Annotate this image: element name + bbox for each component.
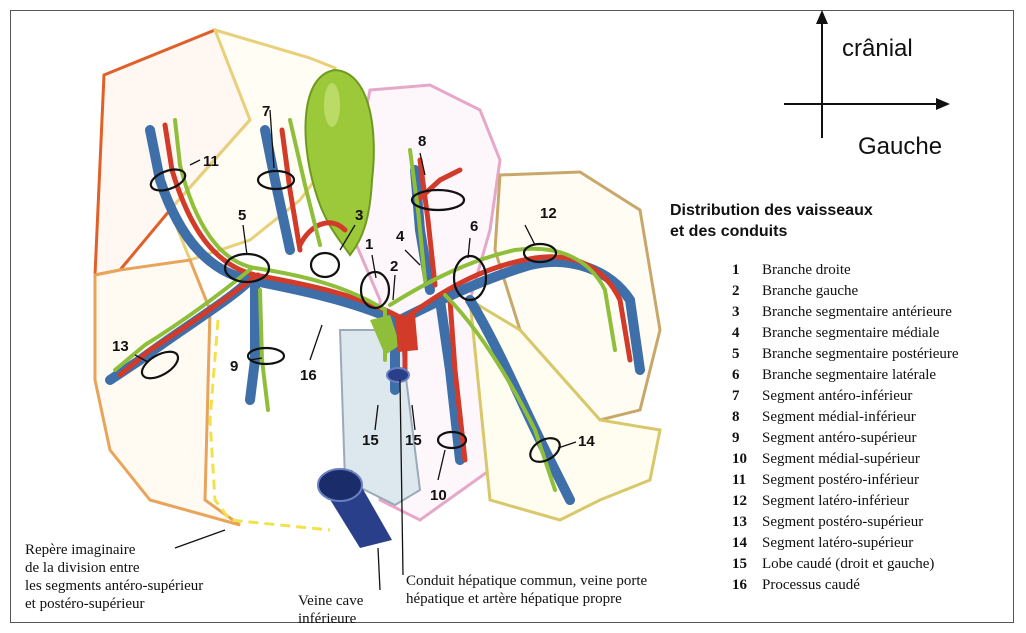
label-16: 16 — [300, 367, 317, 384]
label-11: 11 — [203, 153, 219, 170]
division-line — [210, 320, 330, 530]
legend-number: 11 — [732, 472, 762, 489]
gauche-label: Gauche — [858, 133, 942, 161]
legend-label: Segment médial-inférieur — [762, 409, 916, 426]
legend-number: 2 — [732, 283, 762, 300]
orientation-axes — [784, 10, 950, 138]
legend-number: 10 — [732, 451, 762, 468]
division-caption-line4: et postéro-supérieur — [25, 595, 203, 613]
legend-number: 12 — [732, 493, 762, 510]
cranial-label: crânial — [842, 35, 913, 63]
legend-number: 7 — [732, 388, 762, 405]
legend-label: Lobe caudé (droit et gauche) — [762, 556, 934, 573]
legend-label: Branche segmentaire médiale — [762, 325, 939, 342]
legend-label: Processus caudé — [762, 577, 860, 594]
legend-number: 6 — [732, 367, 762, 384]
vena-cava-caption-line1: Veine cave — [298, 592, 363, 610]
hepatic-caption-line2: hépatique et artère hépatique propre — [406, 590, 647, 608]
legend-number: 13 — [732, 514, 762, 531]
legend-number: 15 — [732, 556, 762, 573]
label-13: 13 — [112, 338, 129, 355]
legend-number: 8 — [732, 409, 762, 426]
legend-label: Branche gauche — [762, 283, 858, 300]
label-9: 9 — [230, 358, 238, 375]
legend-number: 14 — [732, 535, 762, 552]
legend-number: 1 — [732, 262, 762, 279]
legend-label: Branche segmentaire antérieure — [762, 304, 952, 321]
legend-label: Segment latéro-supérieur — [762, 535, 913, 552]
legend-label: Segment antéro-inférieur — [762, 388, 912, 405]
hepatic-caption-line1: Conduit hépatique commun, veine porte — [406, 572, 647, 590]
division-caption-line3: les segments antéro-supérieur — [25, 577, 203, 595]
division-caption-line2: de la division entre — [25, 559, 203, 577]
division-caption-line1: Repère imaginaire — [25, 541, 203, 559]
legend-title: Distribution des vaisseaux et des condui… — [670, 200, 990, 242]
label-15-right: 15 — [405, 432, 422, 449]
legend-label: Segment antéro-supérieur — [762, 430, 917, 447]
legend-number: 3 — [732, 304, 762, 321]
legend-label: Segment postéro-inférieur — [762, 472, 919, 489]
vena-cava-caption-line2: inférieure — [298, 610, 363, 628]
legend-label: Segment médial-supérieur — [762, 451, 920, 468]
label-3: 3 — [355, 207, 363, 224]
legend-number: 5 — [732, 346, 762, 363]
gallbladder-highlight — [324, 83, 340, 127]
label-2: 2 — [390, 258, 398, 275]
label-6: 6 — [470, 218, 478, 235]
label-14: 14 — [578, 433, 595, 450]
label-1: 1 — [365, 236, 373, 253]
label-4: 4 — [396, 228, 404, 245]
label-8: 8 — [418, 133, 426, 150]
label-7: 7 — [262, 103, 270, 120]
vena-cava-caption: Veine cave inférieure — [298, 592, 363, 628]
label-10: 10 — [430, 487, 447, 504]
legend-title-line1: Distribution des vaisseaux — [670, 200, 990, 221]
label-12: 12 — [540, 205, 557, 222]
hepatic-pedicle-caption: Conduit hépatique commun, veine porte hé… — [406, 572, 647, 608]
legend-number: 16 — [732, 577, 762, 594]
division-caption: Repère imaginaire de la division entre l… — [25, 541, 203, 613]
legend-label: Segment postéro-supérieur — [762, 514, 923, 531]
label-5: 5 — [238, 207, 246, 224]
legend-label: Segment latéro-inférieur — [762, 493, 909, 510]
legend-label: Branche segmentaire latérale — [762, 367, 936, 384]
legend-label: Branche segmentaire postérieure — [762, 346, 959, 363]
legend-label: Branche droite — [762, 262, 851, 279]
legend-number: 9 — [732, 430, 762, 447]
legend-title-line2: et des conduits — [670, 221, 990, 242]
legend-number: 4 — [732, 325, 762, 342]
label-15-left: 15 — [362, 432, 379, 449]
